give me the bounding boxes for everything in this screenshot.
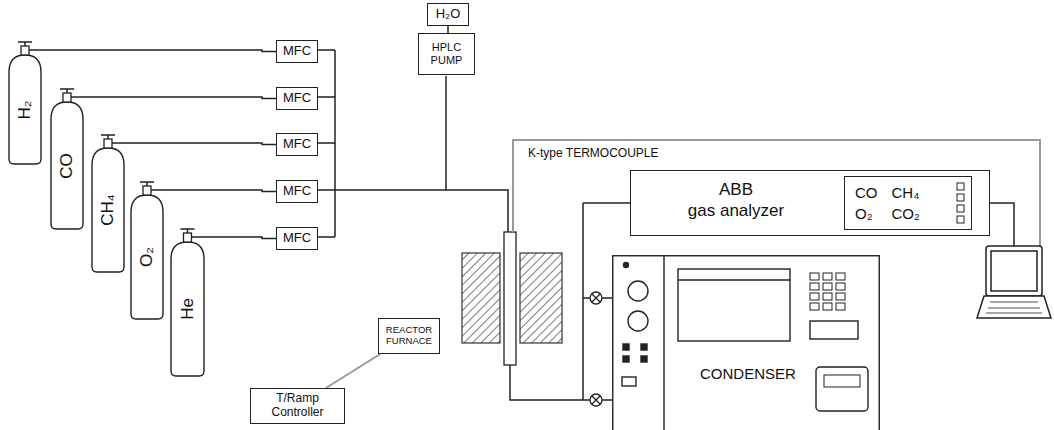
node-text: MFC — [283, 231, 311, 246]
node-text: MFC — [283, 137, 311, 152]
gas-cylinder: CO — [50, 87, 84, 230]
node-text: REACTOR FURNACE — [385, 325, 433, 347]
mfc-box: MFC — [276, 133, 318, 156]
analyzer-display: CO CH₄ O₂ CO₂ — [844, 176, 972, 230]
pump-box: HPLC PUMP — [418, 33, 475, 75]
node-text: CONDENSER — [700, 365, 810, 382]
node-text: gas analyzer — [631, 200, 841, 221]
node-text: ABB — [631, 179, 841, 200]
node-text: H₂O — [434, 7, 462, 22]
mfc-box: MFC — [276, 227, 318, 250]
sensor-label: K-type TERMOCOUPLE — [528, 146, 658, 160]
gas-analyzer-box: ABBgas analyzer CO CH₄ O₂ CO₂ — [630, 170, 990, 236]
node-text: MFC — [283, 184, 311, 199]
gas-manifold — [318, 50, 508, 237]
node-text: CO₂ — [892, 205, 920, 222]
thermocouple-wire — [513, 140, 1040, 246]
water-box: H₂O — [427, 3, 469, 26]
pipe-connector — [326, 354, 380, 388]
indicator-lights — [956, 182, 966, 226]
gas-cylinder: He — [170, 227, 205, 377]
node-text: HPLC PUMP — [425, 41, 468, 66]
pipe-connector — [42, 50, 276, 51]
gas-name: He — [177, 298, 197, 320]
pipe-connector — [205, 237, 276, 238]
node-text: O₂ — [855, 205, 878, 222]
reactor-furnace — [462, 232, 562, 365]
condenser-unit: CONDENSER — [612, 255, 880, 430]
gas-name: CH₄ — [98, 194, 118, 226]
mfc-box: MFC — [276, 180, 318, 203]
condenser-drawing — [612, 255, 880, 430]
valve-symbol — [590, 292, 602, 406]
node-text: MFC — [283, 91, 311, 106]
node-text: CH₄ — [892, 184, 920, 201]
gas-cylinder: H₂ — [8, 40, 42, 165]
pipe-connector — [164, 190, 276, 191]
gas-name: O₂ — [137, 247, 157, 267]
gas-name: H₂ — [15, 100, 35, 119]
gas-name: CO — [57, 153, 77, 179]
node-text: T/Ramp Controller — [257, 392, 338, 420]
gas-cylinder: CH₄ — [91, 133, 125, 273]
pipe-connector — [84, 97, 276, 98]
mfc-box: MFC — [276, 40, 318, 63]
furnace-label-box: REACTOR FURNACE — [378, 318, 440, 354]
pipe-connector — [125, 143, 276, 144]
computer-icon — [977, 246, 1051, 318]
pipe-connector — [447, 26, 449, 33]
gas-cylinder: O₂ — [130, 180, 164, 320]
mfc-box: MFC — [276, 87, 318, 110]
controller-box: T/Ramp Controller — [250, 388, 345, 424]
node-text: MFC — [283, 44, 311, 59]
node-text: CO — [855, 184, 878, 201]
